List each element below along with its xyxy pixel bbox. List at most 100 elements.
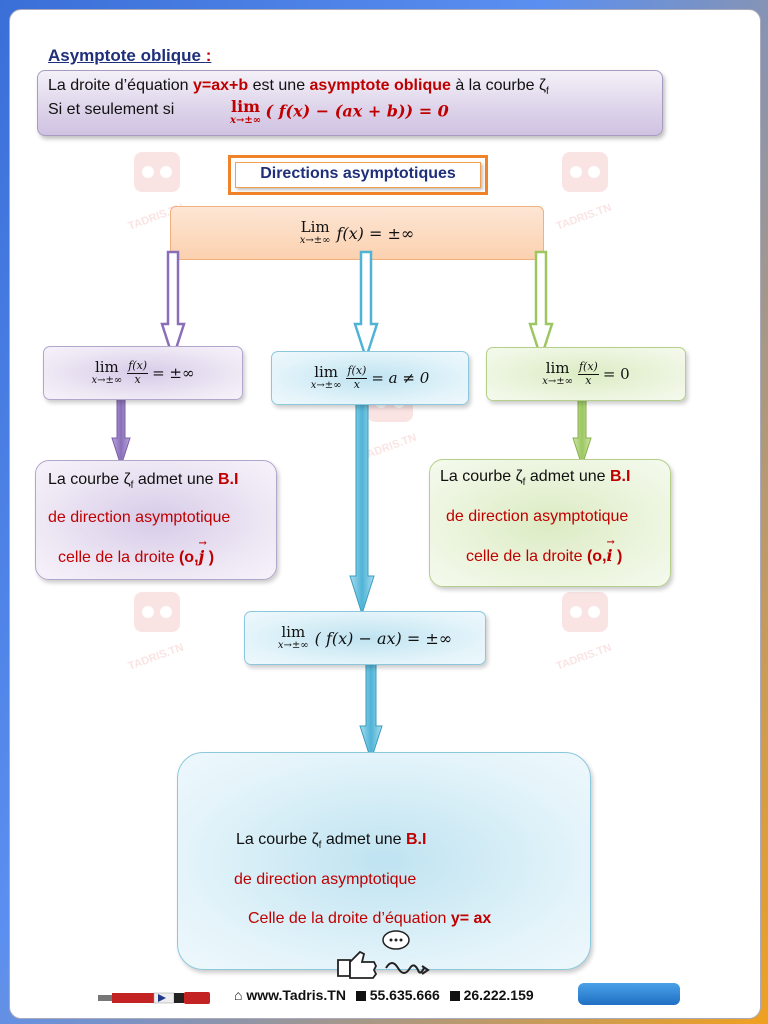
frame-label-close: ) xyxy=(204,549,215,566)
result-line-2: de direction asymptotique xyxy=(446,508,629,525)
vector-j: j→ xyxy=(198,538,207,566)
result-line-2: de direction asymptotique xyxy=(234,871,417,888)
watermark-logo-icon: TADRIS.TN xyxy=(555,592,613,673)
definition-line-2-label: Si et seulement si xyxy=(48,101,175,118)
definition-box: La droite d’équation y=ax+b est une asym… xyxy=(37,70,663,136)
section-title-text: Asymptote oblique xyxy=(48,46,202,65)
limit-word: Lim xyxy=(300,218,330,236)
result-text: La courbe ζ xyxy=(236,831,319,848)
frame-label: (o, xyxy=(178,549,199,566)
curve-subscript: f xyxy=(522,477,526,489)
blue-long-arrow xyxy=(349,403,375,616)
section-title: Asymptote oblique : xyxy=(48,46,211,66)
bi-label: B.I xyxy=(217,471,239,488)
result-vertical-direction-box: La courbe ζf admet une B.I de direction … xyxy=(35,460,277,580)
vector-letter: i xyxy=(606,546,613,565)
green-result-arrow xyxy=(572,391,592,468)
definition-equation: y=ax+b xyxy=(193,77,249,94)
fraction-denominator: x xyxy=(134,372,141,386)
curve-subscript: f xyxy=(130,480,134,492)
vector-arrow-icon: → xyxy=(606,537,615,548)
phone-icon xyxy=(355,991,366,1001)
result-line-3: celle de la droite (o,i→ ) xyxy=(466,537,623,566)
result-text: admet une xyxy=(321,831,406,848)
limit-word: lim xyxy=(230,97,261,116)
result-line-2: de direction asymptotique xyxy=(48,509,231,526)
result-line-1: La courbe ζf admet une B.I xyxy=(48,471,238,491)
limit-subscript: x→±∞ xyxy=(542,376,573,387)
vector-i: i→ xyxy=(606,537,615,565)
footer-blue-bar xyxy=(578,983,680,1005)
definition-term: asymptote oblique xyxy=(309,77,451,94)
limit-word: lim xyxy=(94,358,119,376)
blue-final-arrow xyxy=(359,663,383,762)
result-text: celle de la droite xyxy=(466,548,587,565)
limit-subscript: x→±∞ xyxy=(277,640,309,651)
fraction: f(x)x xyxy=(127,360,149,386)
vector-letter: j xyxy=(198,547,205,566)
result-text: admet une xyxy=(525,468,610,485)
limit-subscript: x→±∞ xyxy=(310,380,342,391)
definition-text: à la courbe ζ xyxy=(450,77,546,94)
bi-label: B.I xyxy=(405,831,427,848)
final-equation: y= ax xyxy=(450,910,492,927)
definition-text: La droite d’équation xyxy=(48,77,193,94)
limit-expression: ( f(x) − (ax + b)) = 0 xyxy=(265,101,449,121)
fraction: f(x)x xyxy=(346,364,368,391)
fraction-numerator: f(x) xyxy=(346,364,368,379)
definition-line-1: La droite d’équation y=ax+b est une asym… xyxy=(48,77,549,97)
phone-icon xyxy=(449,991,460,1001)
result-line-1: La courbe ζf admet une B.I xyxy=(440,468,630,488)
definition-text: est une xyxy=(248,77,310,94)
directions-title-inner xyxy=(235,162,481,188)
limit-rhs: = 0 xyxy=(602,365,630,383)
section-title-colon: : xyxy=(205,46,212,65)
footer-contact: ⌂ www.Tadris.TN 55.635.666 26.222.159 xyxy=(234,987,534,1003)
fraction-denominator: x xyxy=(585,373,592,387)
purple-down-arrow xyxy=(160,250,186,363)
marker-pen-icon xyxy=(98,992,210,1004)
limit-subscript: x→±∞ xyxy=(230,115,262,126)
thumbs-up-doodle-icon xyxy=(337,930,430,979)
limit-rhs: = a ≠ 0 xyxy=(371,369,430,387)
watermark-logo-icon: TADRIS.TN xyxy=(555,152,613,233)
limit-word: lim xyxy=(314,363,339,381)
result-line-3: celle de la droite (o,j→ ) xyxy=(58,538,215,567)
footer-site[interactable]: www.Tadris.TN xyxy=(246,987,346,1003)
green-down-arrow xyxy=(528,250,554,363)
result-text: La courbe ζ xyxy=(440,468,523,485)
directions-title-box: Directions asymptotiques xyxy=(228,155,488,195)
blue-down-arrow xyxy=(353,250,379,363)
result-text: Celle de la droite d’équation xyxy=(248,910,451,927)
fraction-denominator: x xyxy=(353,377,360,391)
final-result-box: La courbe ζf admet une B.I de direction … xyxy=(177,752,591,970)
limit-word: lim xyxy=(545,359,570,377)
result-line-1: La courbe ζf admet une B.I xyxy=(236,831,426,851)
watermark-logo-icon: TADRIS.TN xyxy=(127,592,185,673)
fraction-numerator: f(x) xyxy=(577,360,599,375)
result-text: celle de la droite xyxy=(58,549,179,566)
frame-label-close: ) xyxy=(612,548,623,565)
result-line-3: Celle de la droite d’équation y= ax xyxy=(248,910,491,928)
curve-subscript: f xyxy=(318,840,322,852)
directions-title: Directions asymptotiques xyxy=(260,165,456,182)
footer-phone-1: 55.635.666 xyxy=(369,987,440,1003)
purple-result-arrow xyxy=(111,393,131,468)
footer-phone-2: 26.222.159 xyxy=(463,987,534,1003)
limit-subscript: x→±∞ xyxy=(299,235,331,246)
limit-word: lim xyxy=(281,623,306,641)
curve-subscript: f xyxy=(546,86,549,98)
limit-rhs: = ±∞ xyxy=(152,364,195,382)
